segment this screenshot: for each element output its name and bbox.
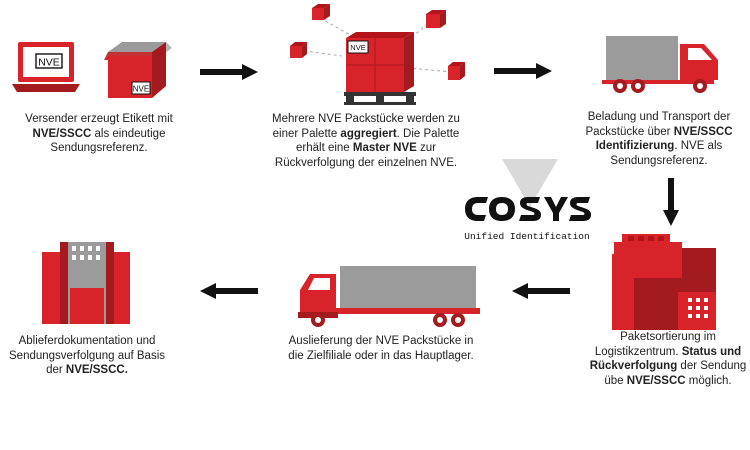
- caption-bold-text: NVE/SSCC: [32, 127, 92, 140]
- truck-icon: [602, 36, 718, 93]
- caption-text: . Die Palette erhält eine: [296, 127, 460, 155]
- caption-text: der Sendung übe: [604, 360, 747, 387]
- caption-text: Mehrere NVE Packstücke werden zu einer P…: [272, 113, 460, 140]
- caption-text: . NVE als Sendungsreferenz.: [610, 140, 723, 167]
- cosys-logo: Unified Identification: [464, 159, 591, 242]
- step-1-caption: Versender erzeugt Etikett mit NVE/SSCC a…: [10, 112, 188, 156]
- arrow-left-icon: [512, 283, 570, 299]
- step-5-caption: Auslieferung der NVE Packstücke in die Z…: [286, 334, 476, 363]
- arrow-down-icon: [663, 178, 679, 226]
- arrow-right-icon: [200, 64, 258, 80]
- caption-text: zur Rückverfolgung der einzelnen NVE.: [274, 142, 458, 169]
- caption-text: Auslieferung der NVE Packstücke in die Z…: [288, 335, 474, 362]
- parcel-box-icon: NVE: [104, 42, 172, 98]
- step-3-caption: Beladung und Transport der Packstücke üb…: [566, 110, 750, 168]
- logistics-center-icon: [612, 234, 716, 330]
- caption-text: möglich.: [685, 374, 732, 387]
- caption-bold-text: NVE/SSCC: [626, 374, 686, 387]
- caption-text: als eindeutige Sendungsreferenz.: [50, 127, 166, 155]
- caption-bold-text: Master NVE: [352, 142, 417, 154]
- caption-text: Beladung und Transport der Packstücke üb…: [585, 111, 731, 138]
- step-2-caption: Mehrere NVE Packstücke werden zu einer P…: [262, 112, 470, 170]
- step-6-caption: Ablieferdokumentation und Sendungsverfol…: [2, 334, 172, 378]
- caption-bold-text: aggregiert: [340, 127, 397, 140]
- laptop-label: NVE: [38, 57, 60, 69]
- caption-bold-text: NVE/SSCC.: [65, 364, 128, 376]
- arrow-left-icon: [200, 283, 258, 299]
- step-4-caption: Paketsortierung im Logistikzentrum. Stat…: [588, 330, 748, 388]
- caption-bold-text: Status und Rückverfolgung: [589, 345, 742, 373]
- logo-tagline: Unified Identification: [464, 231, 589, 242]
- arrow-right-icon: [494, 63, 552, 79]
- laptop-icon: NVE: [12, 42, 80, 92]
- caption-text: Paketsortierung im Logistikzentrum.: [594, 331, 716, 358]
- caption-text: Versender erzeugt Etikett mit: [25, 113, 173, 125]
- delivery-truck-icon: [298, 266, 480, 327]
- pallet-aggregation-icon: NVE: [290, 4, 465, 105]
- caption-text: Ablieferdokumentation und Sendungsverfol…: [9, 335, 165, 376]
- caption-bold-text: NVE/SSCC Identifizierung: [595, 125, 733, 153]
- store-building-icon: [42, 242, 130, 324]
- pallet-label: NVE: [350, 43, 365, 52]
- box-label: NVE: [133, 85, 149, 94]
